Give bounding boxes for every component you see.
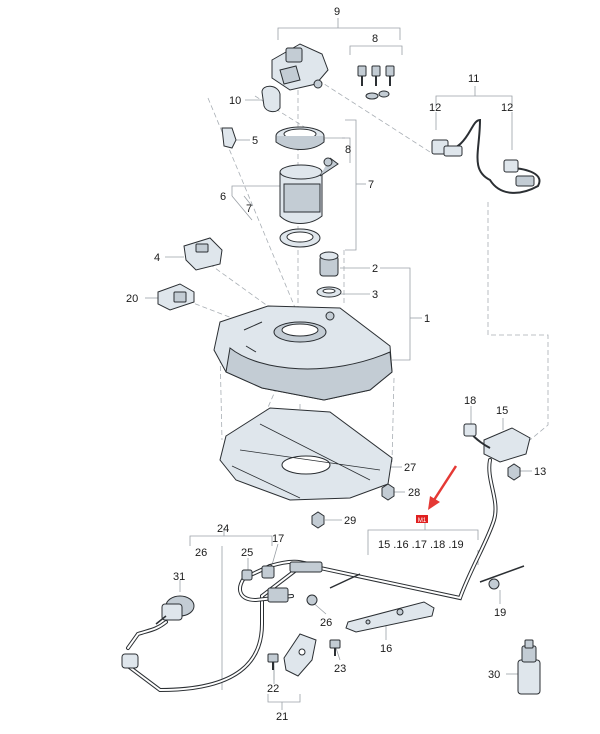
label-28: 28 [408, 487, 420, 499]
label-7-left: 7 [246, 203, 252, 215]
part-20-sensor [157, 283, 195, 311]
part-31-valve [155, 595, 195, 625]
part-number-labels: 9 8 11 12 12 10 5 8 6 7 7 4 20 2 3 1 18 … [126, 6, 546, 723]
label-29: 29 [344, 515, 356, 527]
label-12-right: 12 [501, 102, 513, 114]
label-20: 20 [126, 293, 138, 305]
label-1: 1 [424, 313, 430, 325]
label-2: 2 [372, 263, 378, 275]
label-31: 31 [173, 571, 185, 583]
label-24: 24 [217, 523, 229, 535]
red-marker-badge: M1 [416, 515, 428, 524]
part-16-heat-shield [345, 601, 435, 633]
label-8-mid: 8 [345, 144, 351, 156]
label-16: 16 [380, 643, 392, 655]
label-21: 21 [276, 711, 288, 723]
part-10-clip [261, 85, 281, 113]
label-26-right: 26 [320, 617, 332, 629]
label-13: 13 [534, 466, 546, 478]
part-11-wiring-harness [431, 118, 541, 194]
part-22-bolt [267, 653, 279, 670]
label-6: 6 [220, 191, 226, 203]
label-3: 3 [372, 289, 378, 301]
label-23: 23 [334, 663, 346, 675]
label-11: 11 [468, 73, 479, 85]
label-30: 30 [488, 669, 500, 681]
label-17: 17 [272, 533, 284, 545]
label-19: 19 [494, 607, 506, 619]
label-group-15-19: 15 .16 .17 .18 .19 [378, 539, 464, 551]
part-2-cap [319, 251, 339, 277]
part-fuel-lines [126, 458, 498, 693]
part-4-bracket [183, 237, 223, 271]
part-13-nut [507, 463, 521, 481]
part-3-seal [316, 286, 342, 298]
part-line-fittings [121, 561, 525, 669]
label-27: 27 [404, 462, 416, 474]
label-15: 15 [496, 405, 508, 417]
part-15-valve-block [463, 423, 531, 463]
label-9: 9 [334, 6, 340, 18]
red-arrow-indicator [428, 465, 458, 510]
part-5-connector [221, 127, 237, 149]
red-marker-text: M1 [418, 518, 427, 524]
part-29-nut [311, 511, 325, 529]
label-10: 10 [229, 95, 241, 107]
label-4: 4 [154, 252, 160, 264]
part-21-bracket [283, 633, 317, 677]
label-5: 5 [252, 135, 258, 147]
part-28-nut [381, 483, 395, 501]
part-7-ring [279, 228, 321, 248]
part-27-underbody-guard [219, 407, 393, 501]
part-23-bolt [329, 639, 341, 656]
label-18: 18 [464, 395, 476, 407]
label-25: 25 [241, 547, 253, 559]
label-12-left: 12 [429, 102, 441, 114]
label-8-top: 8 [372, 33, 378, 45]
label-7-right: 7 [368, 179, 374, 191]
label-26-left: 26 [195, 547, 207, 559]
part-8-fasteners [357, 65, 395, 100]
part-6-pump-module [279, 157, 339, 224]
part-1-fuel-tank [213, 305, 393, 401]
part-30-bottle [517, 639, 541, 695]
label-22: 22 [267, 683, 279, 695]
part-9-flange [271, 43, 329, 91]
part-8-ring [275, 126, 325, 150]
